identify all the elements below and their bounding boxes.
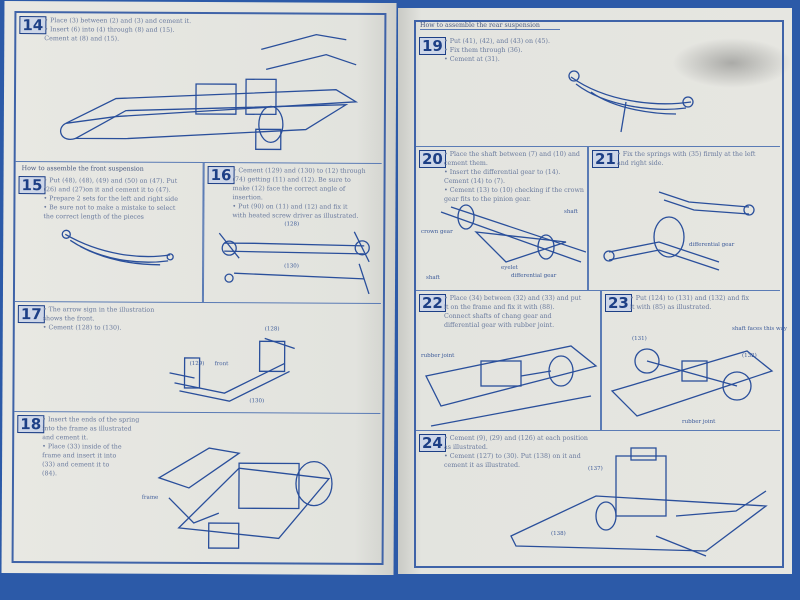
rubber-joint-label: rubber joint [682,419,716,425]
chassis-frame-illustration [59,33,359,151]
instruction-line: Cement (14) to (7). [444,178,506,185]
step-15-panel: 15 • Put (48), (48), (49) and (50) on (4… [14,161,204,303]
step-17-panel: 17 • The arrow sign in the illustration … [14,301,381,413]
step-23-panel: 23 • Put (124) to (131) and (132) and fi… [601,290,787,430]
part-label: (137) [588,466,603,472]
instruction-line: Connect shafts of chang gear and [444,313,552,320]
step-number: 17 [17,305,45,324]
right-page: How to assemble the rear suspension 19 •… [398,8,792,574]
instruction-line: • Put (41), (42), and (43) on (45). [444,38,550,45]
part-label: (132) [742,353,757,359]
step-18-panel: 18 • Insert the ends of the spring into … [13,411,381,561]
part-label: (128) [264,326,280,333]
eyelet-label: eyelet [501,265,518,271]
step-instructions: • Cement (9), (29) and (126) at each pos… [444,434,588,470]
step-instructions: • Put (124) to (131) and (132) and fix i… [630,294,749,312]
shadow [672,38,792,88]
instruction-line: • Cement (13) to (10) checking if the cr… [444,187,584,194]
instruction-line: cement it as illustrated. [444,462,520,469]
instruction-line: • Place (34) between (32) and (33) and p… [444,295,582,302]
step-number: 20 [419,150,446,168]
step-number: 21 [592,150,619,168]
left-page: 14 • Place (3) between (2) and (3) and c… [1,0,397,576]
step-instructions: • Fix the springs with (35) firmly at th… [617,150,755,168]
shaft-label: shaft [564,209,578,215]
instruction-line: • Cement (9), (29) and (126) at each pos… [444,435,588,442]
step-instructions: • Cement (129) and (130) to (12) through… [232,166,365,221]
rear-frame-illustration [425,345,598,427]
instruction-line: • Place the shaft between (7) and (10) a… [444,151,580,158]
instruction-line: differential gear with rubber joint. [444,322,555,329]
instruction-line: it with (85) as illustrated. [630,304,712,311]
step-number: 16 [207,166,235,185]
instruction-line: the correct length of the pieces [43,213,144,221]
step-19-panel: 19 • Put (41), (42), and (43) on (45). •… [416,34,780,146]
instruction-line: (84). [42,470,57,478]
shaft-direction-label: shaft faces this way [732,326,788,332]
front-suspension-illustration [169,337,295,402]
instruction-line: into the frame as illustrated [42,425,132,433]
step-number: 24 [419,434,446,452]
instruction-line: (33) and cement it to [42,461,110,469]
step-number: 15 [18,176,46,195]
step-24-panel: 24 • Cement (9), (29) and (126) at each … [416,430,780,564]
instruction-line: gear fits to the pinion gear. [444,196,531,203]
step-number: 23 [605,294,632,312]
instruction-line: • Cement (128) to (130). [42,324,122,332]
rear-axle-springs-illustration [603,191,755,271]
step-instructions: • The arrow sign in the illustration sho… [43,305,155,333]
step-22-panel: 22 • Place (34) between (32) and (33) an… [416,290,601,430]
instruction-line: • Cement (127) to (30). Put (138) on it … [444,453,581,460]
step-instructions: • Place the shaft between (7) and (10) a… [444,150,584,204]
differential-gear-label: differential gear [689,242,735,248]
instruction-line: it on the frame and fix it with (88). [444,304,555,311]
crown-gear-label: crown gear [421,229,453,235]
rear-axle-frame-illustration [610,348,774,417]
step-number: 18 [17,415,45,434]
differential-shaft-illustration [440,204,586,263]
part-label: (138) [551,531,566,537]
instruction-line: cement them. [444,160,488,167]
right-page-border [414,20,784,568]
step-16-panel: 16 • Cement (129) and (130) to (12) thro… [202,162,382,303]
step-instructions: • Put (41), (42), and (43) on (45). • Fi… [444,37,550,64]
step-21-panel: 21 • Fix the springs with (35) firmly at… [588,146,780,290]
step-20-panel: 20 • Place the shaft between (7) and (10… [416,146,588,290]
rubber-joint-label: rubber joint [421,353,455,359]
instruction-line: • Put (124) to (131) and (132) and fix [630,295,750,302]
instruction-line: • Insert the differential gear to (14). [444,169,561,176]
shaft-label: shaft [426,275,440,281]
instruction-line: • Fix the springs with (35) firmly at th… [617,151,756,158]
instruction-line: and right side. [617,160,664,167]
instruction-line: as illustrated. [444,444,488,451]
instruction-line: • Fix them through (36). [444,47,523,54]
step-instructions: • Place (34) between (32) and (33) and p… [444,294,581,330]
instruction-line: frame and insert it into [42,452,117,460]
step-14-panel: 14 • Place (3) between (2) and (3) and c… [16,13,383,163]
leaf-spring-illustration [61,229,174,266]
rear-leaf-spring-illustration [568,70,694,133]
step-number: 19 [419,37,446,55]
instruction-line: • Cement at (31). [444,56,500,63]
chassis-with-engine-illustration [157,447,333,549]
instruction-line: • Place (33) inside of the [42,443,122,451]
step-number: 14 [19,16,47,35]
step-number: 22 [419,294,446,312]
step-instructions: • Put (48), (48), (49) and (50) on (47).… [43,176,178,222]
part-label: (131) [632,336,647,342]
instruction-line: and cement it. [42,434,89,442]
instruction-line: • Insert the ends of the spring [42,416,140,424]
differential-gear-label: differential gear [511,273,557,279]
rear-suspension-heading: How to assemble the rear suspension [420,22,560,30]
step-instructions: • Insert the ends of the spring into the… [42,415,139,479]
chassis-with-engine-illustration [510,447,768,557]
front-axle-illustration [218,231,370,295]
instruction-line: with heated screw driver as illustrated. [232,212,359,220]
